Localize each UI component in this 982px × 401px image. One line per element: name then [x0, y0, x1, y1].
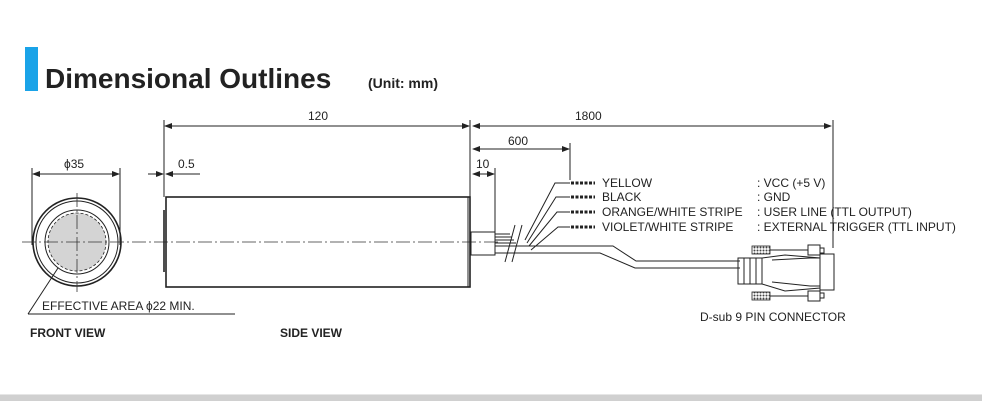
- wire-function: : GND: [757, 190, 791, 204]
- lead-length-dimension: 600: [508, 134, 528, 148]
- thickness-dimension: 0.5: [178, 157, 195, 171]
- stub-dimension: 10: [476, 157, 490, 171]
- page-title: Dimensional Outlines: [45, 63, 331, 94]
- wire-color: BLACK: [602, 190, 641, 204]
- connector-label: D-sub 9 PIN CONNECTOR: [700, 310, 846, 324]
- wire-color: VIOLET/WHITE STRIPE: [602, 220, 733, 234]
- length-dimension: 120: [308, 109, 328, 123]
- wire-function: : VCC (+5 V): [757, 176, 825, 190]
- dsub-connector: D-sub 9 PIN CONNECTOR: [700, 244, 846, 324]
- wire-color: YELLOW: [602, 176, 653, 190]
- diameter-dimension: ϕ35: [64, 157, 84, 171]
- front-view: ϕ35 EFFECTIVE AREA ϕ22 MIN. FRONT VIEW: [27, 157, 235, 340]
- side-view: 120 0.5 SIDE VIEW: [148, 109, 471, 340]
- wire-function: : USER LINE (TTL OUTPUT): [757, 205, 912, 219]
- wire-function: : EXTERNAL TRIGGER (TTL INPUT): [757, 220, 956, 234]
- side-view-label: SIDE VIEW: [280, 326, 343, 340]
- cable-dimensions: 1800 600 10: [472, 109, 834, 248]
- unit-label: (Unit: mm): [368, 75, 438, 91]
- title-accent-bar: [25, 47, 38, 91]
- front-view-label: FRONT VIEW: [30, 326, 106, 340]
- wire-list: YELLOW : VCC (+5 V) BLACK : GND ORANGE/W…: [602, 176, 956, 234]
- effective-area-label: EFFECTIVE AREA ϕ22 MIN.: [42, 299, 195, 313]
- wire-color: ORANGE/WHITE STRIPE: [602, 205, 743, 219]
- cable: [470, 181, 740, 269]
- bottom-scroll-edge: [0, 394, 982, 401]
- cable-length-dimension: 1800: [575, 109, 602, 123]
